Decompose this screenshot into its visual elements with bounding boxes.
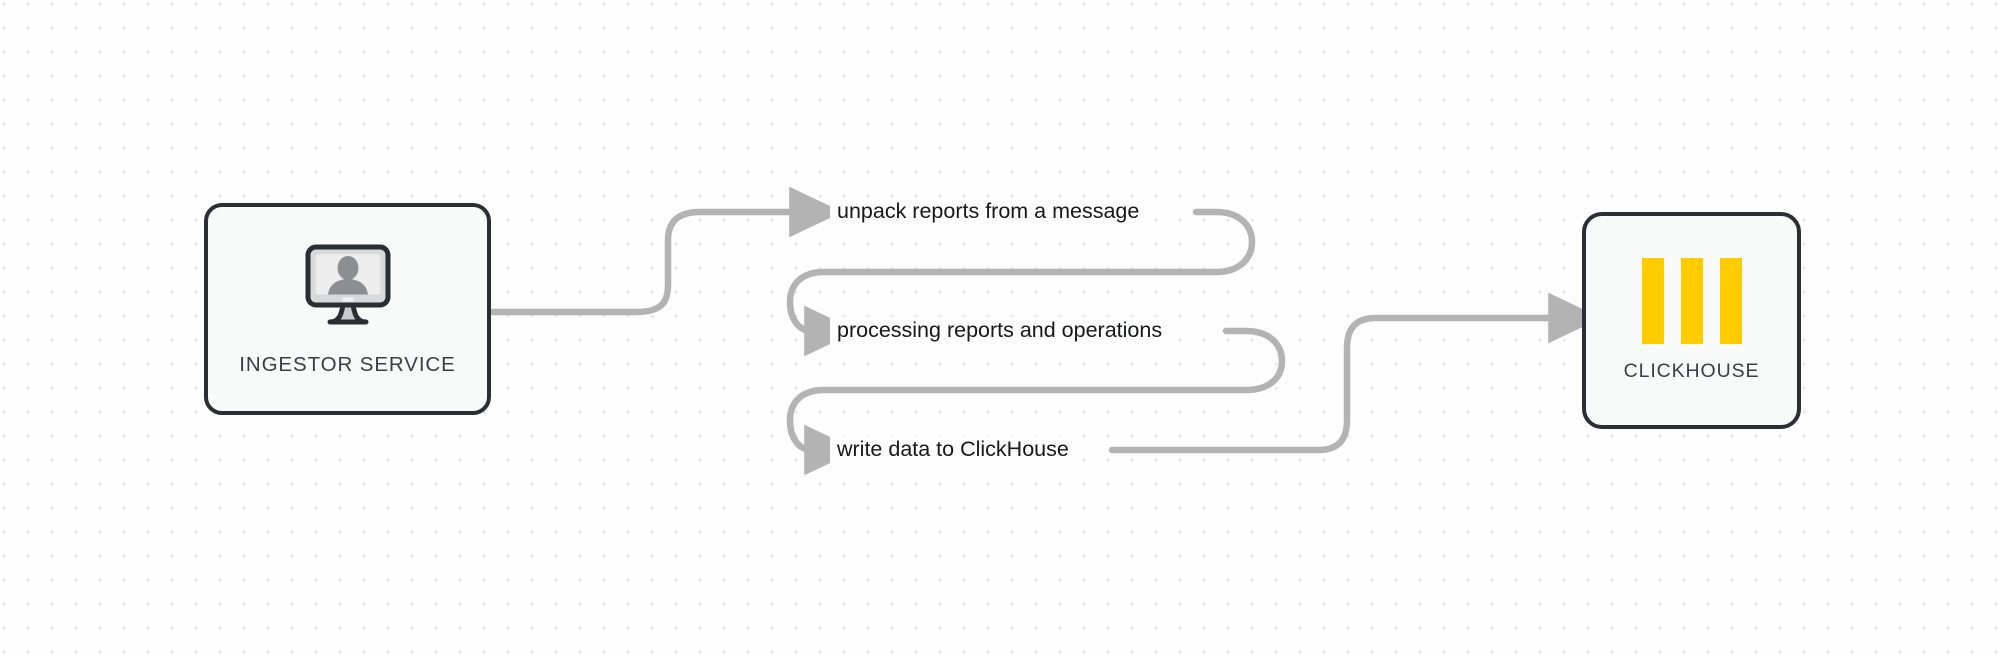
node-ingestor-service[interactable]: INGESTOR SERVICE (204, 203, 491, 415)
clickhouse-bar-3 (1719, 258, 1742, 344)
node-ingestor-label: INGESTOR SERVICE (239, 352, 456, 376)
edge-label-unpack-reports: unpack reports from a message (830, 197, 1147, 227)
monitor-user-icon (300, 242, 396, 333)
clickhouse-logo-icon (1641, 258, 1742, 344)
connector-row3-to-clickhouse (1108, 292, 1602, 454)
connector-ingestor-to-row1 (487, 186, 843, 316)
connector-row1-to-row2 (786, 208, 1256, 357)
edge-label-write-data: write data to ClickHouse (830, 435, 1076, 465)
connector-row2-to-row3 (786, 327, 1286, 476)
clickhouse-bar-2 (1680, 258, 1703, 344)
node-clickhouse[interactable]: CLICKHOUSE (1582, 212, 1801, 429)
edge-label-processing-reports: processing reports and operations (830, 316, 1170, 346)
node-clickhouse-label: CLICKHOUSE (1623, 360, 1760, 382)
clickhouse-bar-1 (1641, 258, 1664, 344)
